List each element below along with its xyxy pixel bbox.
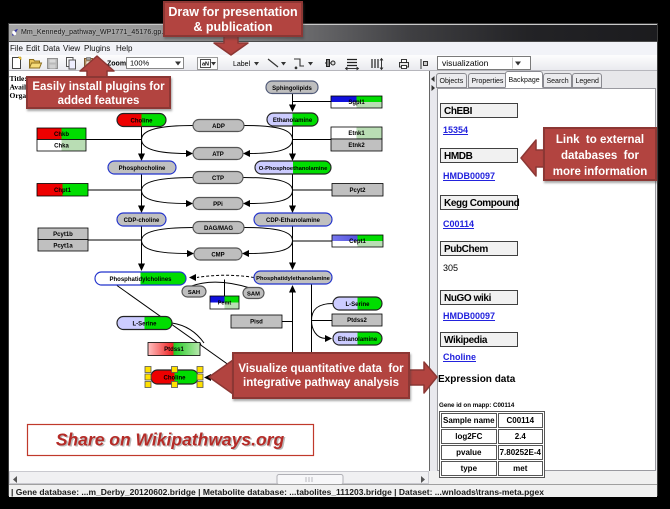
- svg-text:DAG/MAG: DAG/MAG: [204, 226, 233, 232]
- svg-text:CTP: CTP: [212, 176, 224, 182]
- svg-text:Cept1: Cept1: [349, 239, 366, 245]
- svg-text:Ethanolamine: Ethanolamine: [273, 118, 313, 124]
- svg-text:100%: 100%: [130, 59, 150, 68]
- svg-text:L-Serine: L-Serine: [345, 302, 370, 308]
- svg-text:Choline: Choline: [131, 118, 154, 124]
- svg-text:Share on Wikipathways.org: Share on Wikipathways.org: [56, 430, 285, 450]
- svg-text:Chpt1: Chpt1: [54, 188, 72, 194]
- svg-text:Sphingolipids: Sphingolipids: [272, 86, 312, 92]
- svg-text:aN: aN: [202, 62, 209, 68]
- svg-text:SAM: SAM: [247, 292, 260, 298]
- svg-text:CDP-choline: CDP-choline: [124, 218, 160, 224]
- svg-text:O-Phosphoethanolamine: O-Phosphoethanolamine: [259, 166, 328, 172]
- svg-text:Availab: Availab: [10, 83, 34, 92]
- svg-text:CDP-Ethanolamine: CDP-Ethanolamine: [266, 218, 321, 224]
- svg-text:Zoom:: Zoom:: [107, 61, 128, 68]
- svg-text:Ethanolamine: Ethanolamine: [338, 337, 378, 343]
- svg-text:Choline: Choline: [164, 376, 187, 382]
- svg-text:Etnk2: Etnk2: [348, 143, 365, 149]
- svg-text:SAH: SAH: [188, 290, 200, 296]
- svg-text:Chka: Chka: [54, 144, 69, 150]
- svg-text:Phosphatidylethanolamine: Phosphatidylethanolamine: [256, 276, 331, 282]
- svg-text:Label: Label: [233, 61, 251, 68]
- svg-text:Share on Wikipathways.org: Share on Wikipathways.org: [57, 431, 286, 451]
- svg-text:Chkb: Chkb: [54, 132, 69, 138]
- svg-text:Pcyt1a: Pcyt1a: [53, 244, 73, 250]
- svg-text:Pcyt1b: Pcyt1b: [53, 232, 73, 238]
- svg-text:Phosphocholine: Phosphocholine: [119, 166, 166, 172]
- svg-text:Etnk1: Etnk1: [348, 131, 365, 137]
- svg-text:ATP: ATP: [212, 152, 224, 158]
- svg-text:Ptdss2: Ptdss2: [347, 318, 367, 324]
- svg-text:Phosphatidylcholines: Phosphatidylcholines: [109, 277, 172, 283]
- svg-text:Sgpl1: Sgpl1: [348, 100, 365, 106]
- svg-text:Pemt: Pemt: [218, 301, 232, 307]
- svg-text:visualization: visualization: [442, 58, 489, 68]
- svg-text:CMP: CMP: [211, 253, 224, 259]
- svg-text:Title:: Title:: [10, 74, 27, 83]
- svg-text:Pcyt2: Pcyt2: [349, 188, 366, 194]
- svg-text:Pisd: Pisd: [250, 320, 263, 326]
- svg-text:Ptdss1: Ptdss1: [164, 347, 184, 353]
- svg-text:ADP: ADP: [212, 124, 225, 130]
- svg-text:PPi: PPi: [213, 202, 223, 208]
- svg-text:Organis: Organis: [10, 91, 36, 100]
- svg-text:L-Serine: L-Serine: [132, 322, 157, 328]
